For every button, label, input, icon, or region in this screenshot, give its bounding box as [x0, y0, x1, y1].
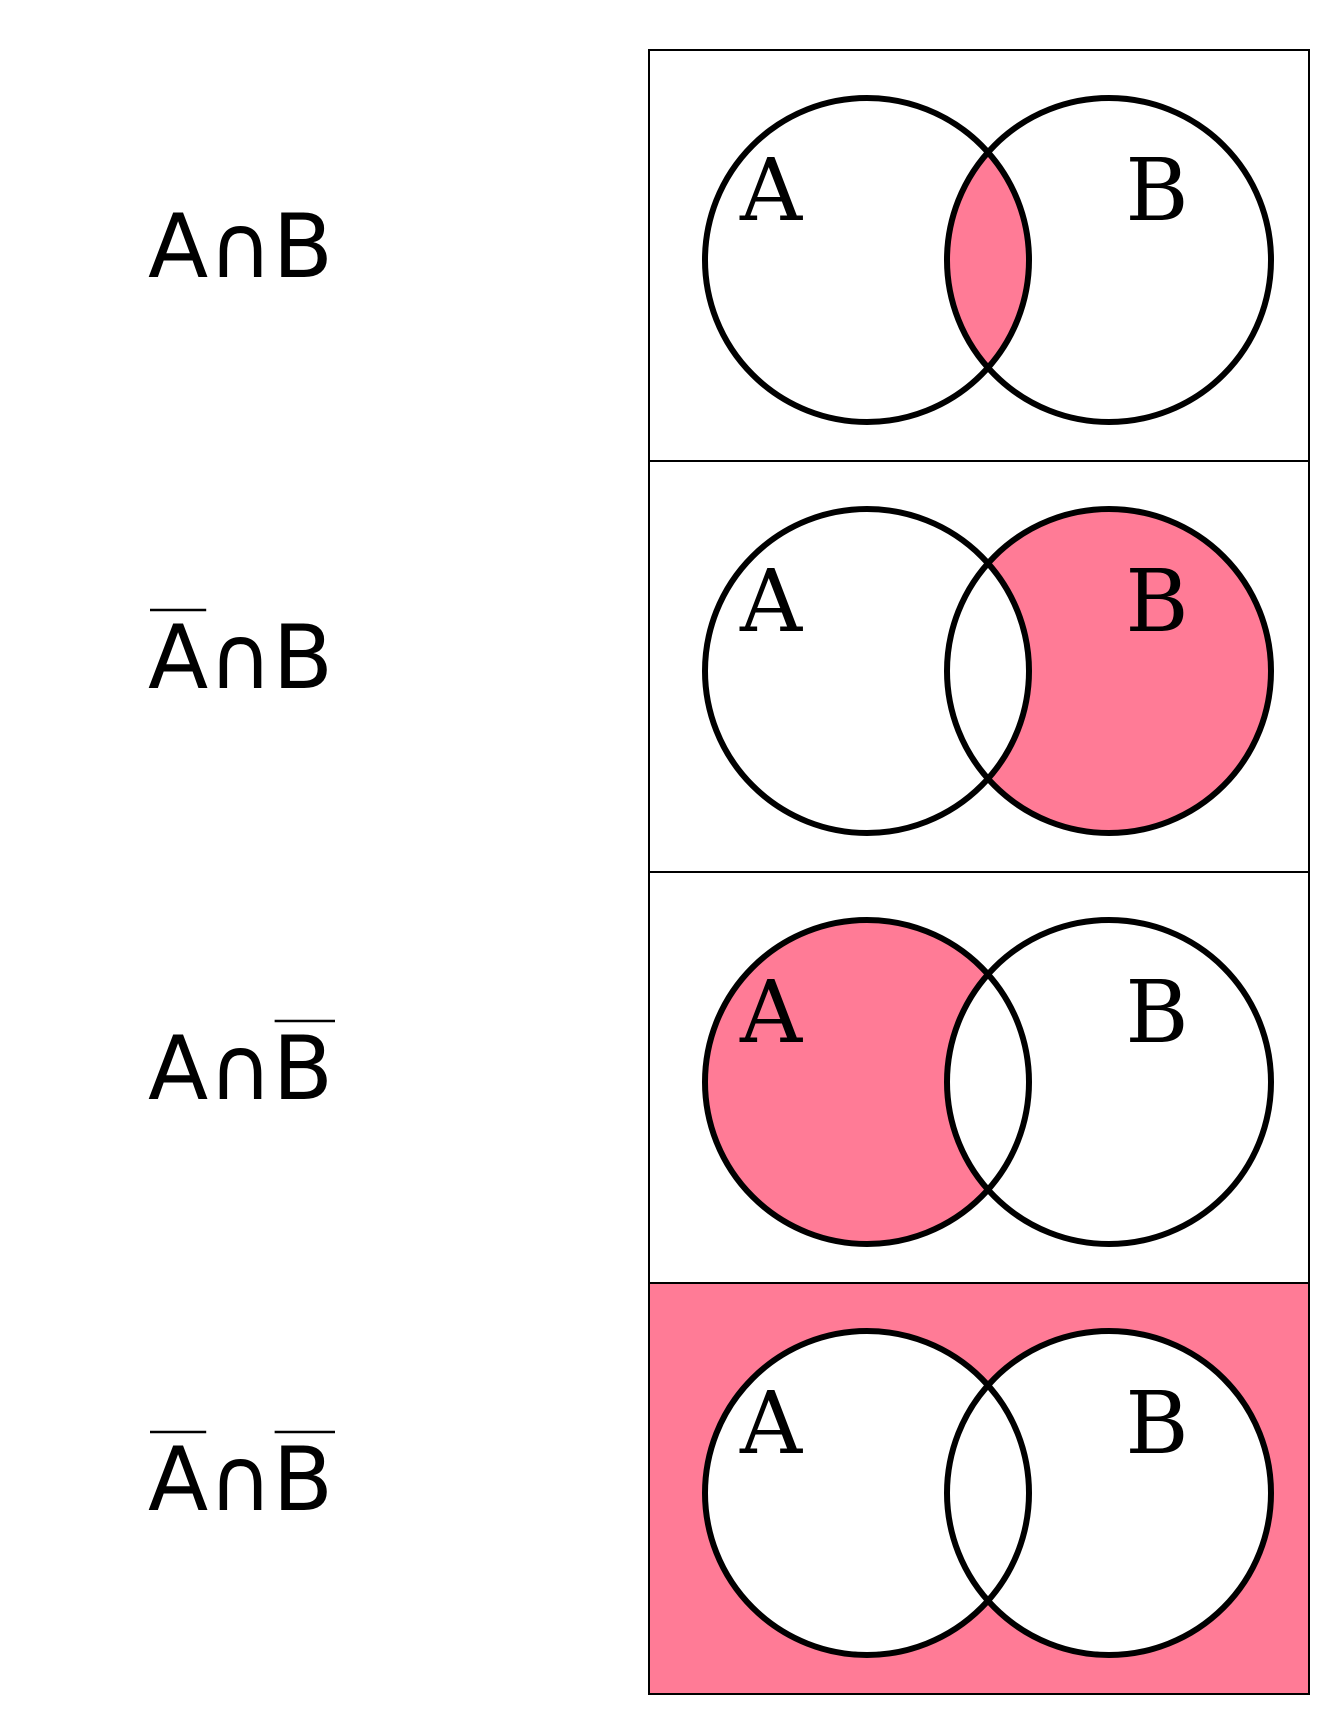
intersection-symbol: ∩	[208, 195, 272, 298]
set-a-label: A	[739, 552, 803, 652]
intersection-symbol: ∩	[208, 1428, 272, 1531]
expression-right-set: B	[273, 606, 333, 709]
unshaded-set-a	[705, 1331, 1029, 1655]
set-expression: A∩B	[148, 606, 333, 709]
set-expression: A∩B	[148, 195, 333, 298]
intersection-symbol: ∩	[208, 1017, 272, 1120]
circle-b	[944, 95, 1274, 425]
circle-a	[702, 95, 1032, 425]
circle-a	[702, 506, 1032, 836]
set-expression: A∩B	[148, 1428, 333, 1531]
shaded-set-b	[947, 509, 1271, 833]
expression-right-set: B	[273, 1428, 333, 1531]
circle-b	[944, 1328, 1274, 1658]
set-b-label: B	[1125, 552, 1188, 652]
set-a-label: A	[739, 963, 803, 1063]
set-a-label: A	[739, 1374, 803, 1474]
shaded-set-a	[705, 920, 1029, 1244]
set-b-label: B	[1125, 141, 1188, 241]
expression-left-set: A	[148, 606, 208, 709]
intersection-symbol: ∩	[208, 606, 272, 709]
expression-left-set: A	[148, 1017, 208, 1120]
set-a-label: A	[739, 141, 803, 241]
set-expression: A∩B	[148, 1017, 333, 1120]
universe-panel	[648, 1282, 1310, 1695]
set-b-label: B	[1125, 963, 1188, 1063]
circle-a	[702, 917, 1032, 1247]
circle-b	[944, 506, 1274, 836]
expression-left-set: A	[148, 1428, 208, 1531]
circle-a	[702, 1328, 1032, 1658]
unshaded-set-b	[947, 920, 1271, 1244]
unshaded-set-b	[947, 1331, 1271, 1655]
unshaded-set-a	[705, 509, 1029, 833]
expression-left-set: A	[148, 195, 208, 298]
expression-right-set: B	[273, 195, 333, 298]
set-b-label: B	[1125, 1374, 1188, 1474]
circle-b	[944, 917, 1274, 1247]
expression-right-set: B	[273, 1017, 333, 1120]
